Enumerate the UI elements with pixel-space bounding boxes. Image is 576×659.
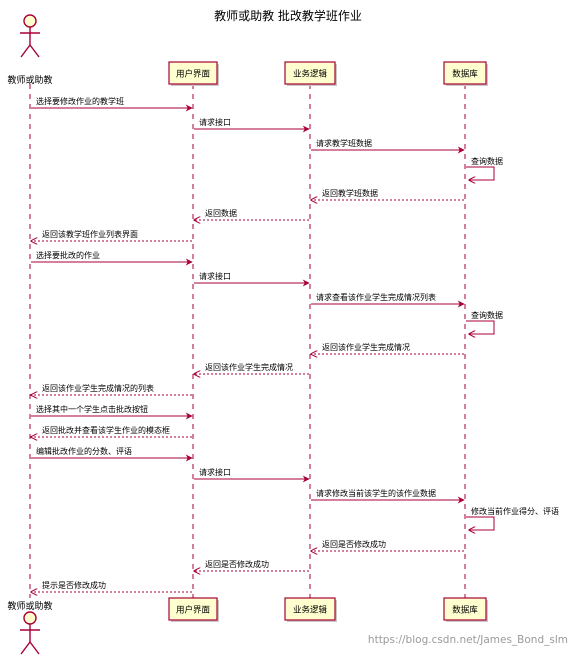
message-label: 修改当前作业得分、评语 xyxy=(471,506,559,516)
message-label: 请求查看该作业学生完成情况列表 xyxy=(316,292,436,302)
message-20: 修改当前作业得分、评语 xyxy=(466,506,559,530)
message-label: 请求接口 xyxy=(199,117,231,127)
message-21: 返回是否修改成功 xyxy=(311,539,464,551)
actor-leg-right xyxy=(29,44,40,58)
message-label: 返回该作业学生完成情况 xyxy=(205,362,293,372)
message-11: 查询数据 xyxy=(466,310,503,334)
message-label: 返回该作业学生完成情况的列表 xyxy=(42,383,154,393)
message-1: 选择要修改作业的教学班 xyxy=(31,96,193,112)
message-label: 请求接口 xyxy=(199,271,231,281)
participant-ui-top: 用户界面 xyxy=(168,61,219,86)
message-label: 返回数据 xyxy=(205,208,237,218)
actor-bottom: 教师或助教 xyxy=(7,600,53,655)
actor-head-icon xyxy=(23,14,37,28)
message-label: 查询数据 xyxy=(471,310,503,320)
participant-db-top: 数据库 xyxy=(443,61,488,86)
participant-box xyxy=(443,597,487,621)
message-label: 请求教学班数据 xyxy=(316,138,372,148)
message-label: 返回批改并查看该学生作业的模态框 xyxy=(42,425,170,435)
message-9: 请求接口 xyxy=(194,271,310,287)
actor-label: 教师或助教 xyxy=(7,74,52,86)
message-16: 返回批改并查看该学生作业的模态框 xyxy=(31,425,192,437)
participant-label: 业务逻辑 xyxy=(293,605,328,616)
message-label: 返回是否修改成功 xyxy=(322,539,386,549)
participant-box xyxy=(284,61,336,85)
participant-ui-bottom: 用户界面 xyxy=(168,597,219,622)
participant-logic-bottom: 业务逻辑 xyxy=(284,597,337,622)
participant-box xyxy=(443,61,487,85)
message-8: 选择要批改的作业 xyxy=(31,250,193,266)
participant-label: 用户界面 xyxy=(176,69,211,80)
message-label: 返回该作业学生完成情况 xyxy=(322,342,410,352)
message-label: 选择要批改的作业 xyxy=(36,250,100,260)
message-5: 返回教学班数据 xyxy=(311,188,464,200)
participant-label: 用户界面 xyxy=(176,605,211,616)
message-18: 请求接口 xyxy=(194,467,310,483)
message-10: 请求查看该作业学生完成情况列表 xyxy=(311,292,465,308)
participant-box xyxy=(284,597,336,621)
participant-box xyxy=(168,61,218,85)
message-arrow xyxy=(466,166,495,180)
message-6: 返回数据 xyxy=(194,208,309,220)
message-22: 返回是否修改成功 xyxy=(194,559,309,571)
participant-box xyxy=(168,597,218,621)
message-arrow xyxy=(466,320,495,334)
message-4: 查询数据 xyxy=(466,156,503,180)
lifelines xyxy=(29,84,466,598)
watermark: https://blog.csdn.net/James_Bond_slm xyxy=(368,634,568,646)
participant-label: 数据库 xyxy=(452,605,478,616)
actor-leg-left xyxy=(20,44,31,58)
actor-head-icon xyxy=(23,611,37,625)
message-label: 请求接口 xyxy=(199,467,231,477)
actor-leg-left xyxy=(20,641,31,655)
message-12: 返回该作业学生完成情况 xyxy=(311,342,464,354)
participants-top: 教师或助教 用户界面 业务逻辑 数据库 xyxy=(7,14,488,86)
message-label: 请求修改当前该学生的该作业数据 xyxy=(316,488,436,498)
message-15: 选择其中一个学生点击批改按钮 xyxy=(31,404,193,420)
message-14: 返回该作业学生完成情况的列表 xyxy=(31,383,192,395)
message-arrow xyxy=(466,516,495,530)
message-label: 查询数据 xyxy=(471,156,503,166)
participant-label: 业务逻辑 xyxy=(293,69,328,80)
message-label: 选择要修改作业的教学班 xyxy=(36,96,124,106)
message-label: 编辑批改作业的分数、评语 xyxy=(36,446,132,456)
participants-bottom: 教师或助教 用户界面 业务逻辑 数据库 xyxy=(7,597,488,655)
messages: 选择要修改作业的教学班请求接口请求教学班数据查询数据返回教学班数据返回数据返回该… xyxy=(31,96,559,592)
actor-top: 教师或助教 xyxy=(7,14,53,86)
message-3: 请求教学班数据 xyxy=(311,138,465,154)
message-label: 返回是否修改成功 xyxy=(205,559,269,569)
diagram-title: 教师或助教 批改教学班作业 xyxy=(214,8,362,23)
actor-label: 教师或助教 xyxy=(7,600,52,612)
participant-logic-top: 业务逻辑 xyxy=(284,61,337,86)
message-7: 返回该教学班作业列表界面 xyxy=(31,229,192,241)
message-2: 请求接口 xyxy=(194,117,310,133)
message-17: 编辑批改作业的分数、评语 xyxy=(31,446,193,462)
participant-label: 数据库 xyxy=(452,69,478,80)
message-19: 请求修改当前该学生的该作业数据 xyxy=(311,488,465,504)
message-23: 提示是否修改成功 xyxy=(31,580,192,592)
message-label: 返回教学班数据 xyxy=(322,188,378,198)
message-13: 返回该作业学生完成情况 xyxy=(194,362,309,374)
message-label: 提示是否修改成功 xyxy=(42,580,106,590)
message-label: 返回该教学班作业列表界面 xyxy=(42,229,138,239)
message-label: 选择其中一个学生点击批改按钮 xyxy=(36,404,148,414)
actor-leg-right xyxy=(29,641,40,655)
participant-db-bottom: 数据库 xyxy=(443,597,488,622)
